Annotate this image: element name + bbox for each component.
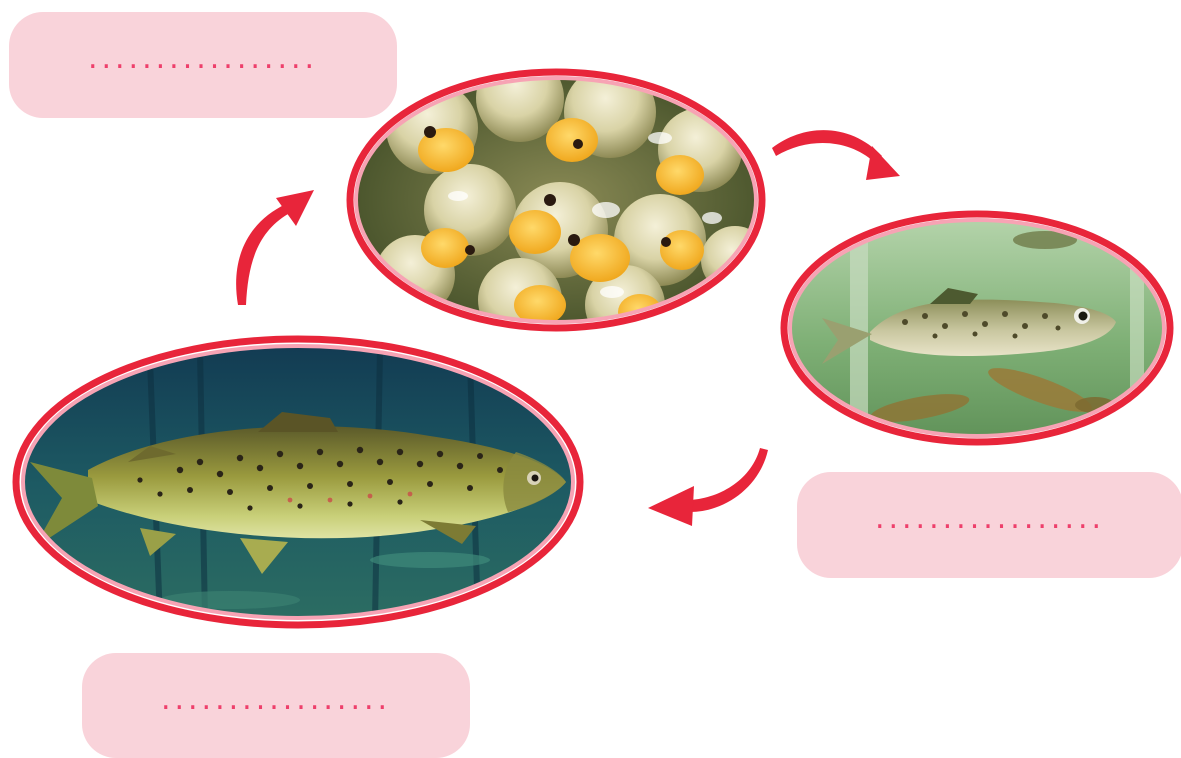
blank-answer-bottom: ................. bbox=[161, 685, 391, 715]
arrow-young-to-adult-icon bbox=[648, 448, 768, 526]
label-box-bottom[interactable]: ................. bbox=[82, 653, 470, 758]
adult-trout-photo bbox=[10, 339, 590, 630]
fish-eggs-photo bbox=[350, 54, 770, 345]
arrow-adult-to-eggs-icon bbox=[236, 190, 314, 305]
young-trout-photo bbox=[780, 210, 1180, 450]
blank-answer-top-left: ................. bbox=[88, 44, 318, 74]
label-box-top-left[interactable]: ................. bbox=[9, 12, 397, 118]
blank-answer-right: ................. bbox=[875, 504, 1105, 534]
arrow-eggs-to-young-icon bbox=[772, 130, 900, 180]
label-box-right[interactable]: ................. bbox=[797, 472, 1181, 578]
